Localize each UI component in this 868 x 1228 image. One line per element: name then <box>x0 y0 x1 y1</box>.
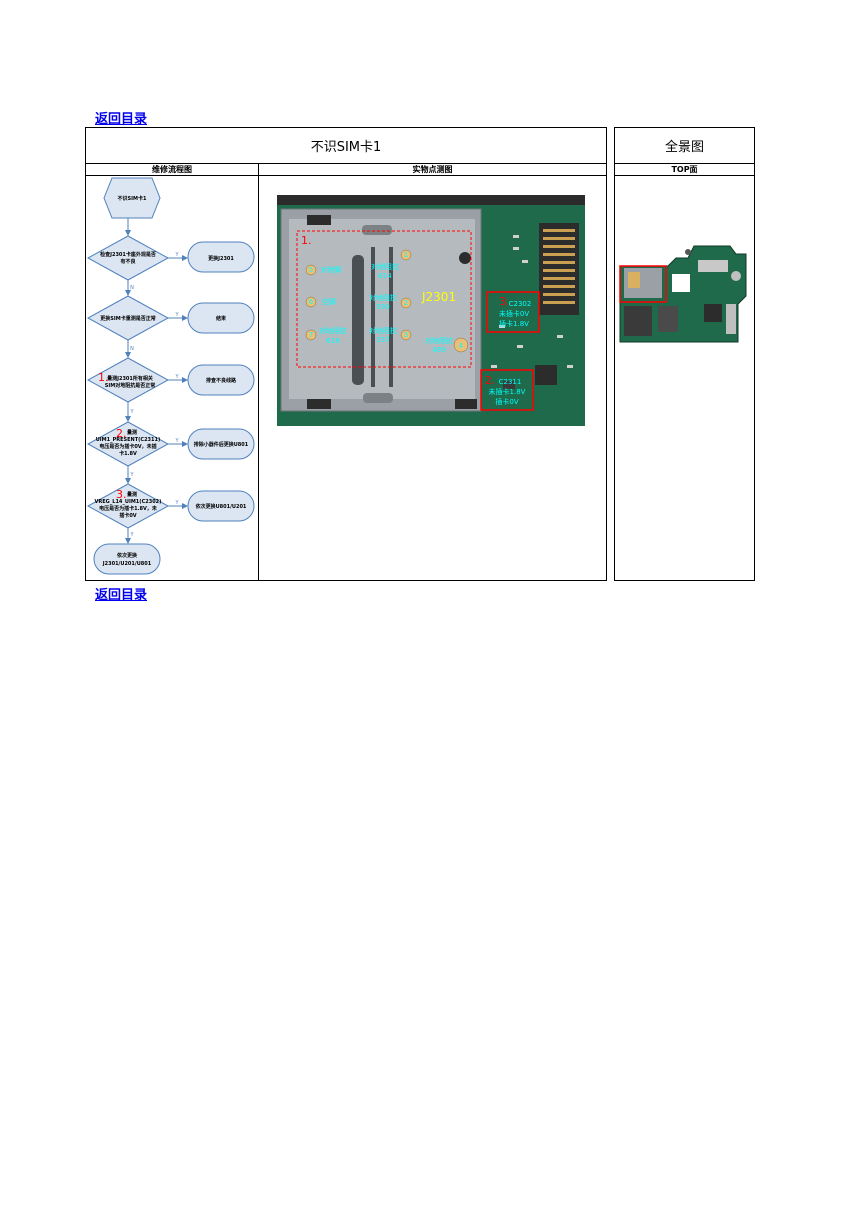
flow-column-header: 维修流程图 <box>152 165 192 174</box>
flow-d1-line1: 检查J2301卡座外观是否 <box>100 251 156 258</box>
c2302-line-3: 插卡1.8V <box>499 319 529 328</box>
flow-result-1 <box>187 241 255 273</box>
photo-column-header: 实物点测图 <box>412 165 453 174</box>
c2302-highlight <box>486 291 540 333</box>
flow-yes-label: Y <box>174 252 179 258</box>
flow-d5-line4: 插卡0V <box>119 512 136 519</box>
flow-d3-line2: SIM对地阻抗是否正常 <box>105 382 155 389</box>
divider <box>86 175 606 176</box>
sim-area-highlight <box>619 265 667 303</box>
flow-yes-label: Y <box>174 438 179 444</box>
pin-3-label: 对地阻抗 <box>369 326 397 335</box>
flow-result-5 <box>187 490 255 522</box>
flow-yes-label: Y <box>129 409 134 415</box>
divider <box>615 175 754 176</box>
pin-6-label: 空脚 <box>322 297 336 306</box>
pin-3-value: 537 <box>376 336 389 344</box>
main-panel-title: 不识SIM卡1 <box>310 140 382 155</box>
c2302-line-2: 未插卡0V <box>499 309 529 318</box>
sim-socket-highlight <box>296 230 472 368</box>
flow-decision-1 <box>86 235 170 281</box>
c2311-highlight <box>480 369 534 411</box>
flow-d3-line1: 量测J2301所有相关 <box>107 375 153 382</box>
flow-step-2-number: 2. <box>116 427 127 440</box>
pin-2-value: 590 <box>376 303 389 311</box>
divider <box>86 163 606 164</box>
pin-2-number: 2 <box>404 299 408 307</box>
j2301-label: J2301 <box>421 290 456 304</box>
flow-yes-label: Y <box>174 374 179 380</box>
pin-1-number: 1 <box>404 251 408 259</box>
flow-start-node <box>103 177 161 219</box>
flow-r5-label: 依次更换U801/U201 <box>196 503 247 510</box>
flow-d5-line2: VREG_L14_UIM1(C2302) <box>95 499 162 505</box>
flow-end-line1: 依次更换 <box>117 552 138 559</box>
repair-flowchart: 不识SIM卡1 检查J2301卡座外观是否 有不良 更换SIM卡重测是否正常 量… <box>86 177 255 575</box>
pin-7-value: 616 <box>326 337 340 345</box>
pin-4-label: 对地阻抗 <box>425 336 453 345</box>
flow-yes-label: Y <box>174 312 179 318</box>
c2311-line-1: C2311 <box>499 378 522 386</box>
flow-d4-line1: 量测 <box>127 429 137 436</box>
pin-7-label: 对地阻抗 <box>319 326 347 335</box>
pin-5-label: 对地脚 <box>321 265 342 274</box>
pin-4-value: 489 <box>432 346 445 354</box>
main-panel <box>85 127 607 581</box>
pin-6-number: 6 <box>309 298 314 306</box>
flow-d5-line1: 量测 <box>127 491 137 498</box>
flow-step-3-number: 3. <box>116 488 127 501</box>
flow-yes-label: Y <box>174 500 179 506</box>
c2311-line-3: 插卡0V <box>495 397 518 406</box>
flow-no-label: N <box>130 346 134 352</box>
back-to-contents-link-top[interactable]: 返回目录 <box>95 112 148 127</box>
flow-d4-line2: UIM1_PRESENT(C2311) <box>96 437 161 443</box>
pin-5-number: 5 <box>309 266 313 274</box>
flow-yes-label: Y <box>129 532 134 538</box>
flow-result-3 <box>187 364 255 396</box>
flow-end-line2: J2301/U201/U801 <box>102 561 152 567</box>
flow-result-2 <box>187 302 255 334</box>
flow-d5-line3: 电压是否为插卡1.8V，未 <box>99 505 157 512</box>
pcb-measurement-photo: 1. 3. 2. J2301 5 对地脚 6 空脚 7 对地阻抗 616 1 对… <box>277 195 585 426</box>
flow-step-1-number: 1. <box>98 371 109 384</box>
pin-4-number: 4 <box>459 342 464 350</box>
flow-no-label: N <box>130 285 134 291</box>
socket-step-number: 1. <box>301 234 312 247</box>
flow-end-node <box>93 543 161 575</box>
divider <box>615 163 754 164</box>
board-top-overview-photo <box>618 244 750 344</box>
c2311-step-number: 2. <box>485 374 496 387</box>
pin-1-label: 对地阻抗 <box>371 262 399 271</box>
pin-2-label: 对地阻抗 <box>369 293 397 302</box>
c2302-line-1: C2302 <box>509 300 532 308</box>
flow-d2-label: 更换SIM卡重测是否正常 <box>100 315 155 322</box>
side-panel-title: 全景图 <box>664 140 704 155</box>
flow-start-label: 不识SIM卡1 <box>118 195 147 202</box>
flow-d4-line3: 电压是否为插卡0V，未插 <box>99 443 156 450</box>
c2302-step-number: 3. <box>499 295 510 308</box>
flow-r4-label: 排除小器件后更换U801 <box>194 441 249 448</box>
pin-3-number: 3 <box>404 331 408 339</box>
flow-result-4 <box>187 428 255 460</box>
flow-r1-label: 更换J2301 <box>208 255 234 262</box>
flow-yes-label: Y <box>129 472 134 478</box>
flow-r2-label: 结束 <box>216 315 227 322</box>
side-panel <box>614 127 755 581</box>
column-divider <box>258 163 259 580</box>
side-panel-subheader: TOP面 <box>671 165 698 174</box>
flow-r3-label: 排查不良线路 <box>206 377 237 384</box>
back-to-contents-link-bottom[interactable]: 返回目录 <box>95 588 148 603</box>
pin-7-number: 7 <box>309 331 313 339</box>
pin-1-value: 614 <box>378 272 392 280</box>
c2311-line-2: 未插卡1.8V <box>489 387 526 396</box>
flow-d1-line2: 有不良 <box>120 258 135 265</box>
flow-d4-line4: 卡1.8V <box>119 450 137 457</box>
